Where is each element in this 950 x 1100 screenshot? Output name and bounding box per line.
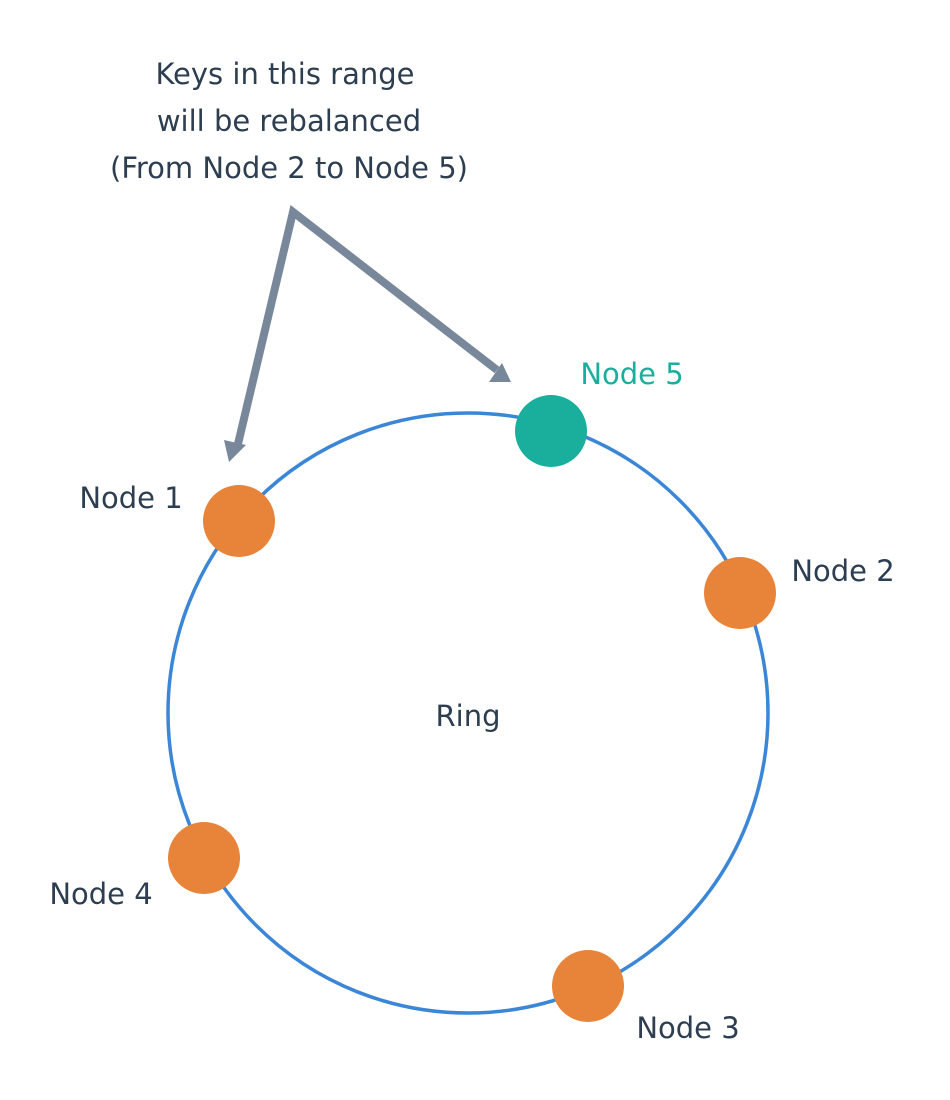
arrowhead-to-node-5 [489, 363, 511, 382]
node-3-label: Node 3 [636, 1011, 739, 1045]
annotation-line-2: will be rebalanced [157, 104, 421, 138]
node-2-marker [704, 557, 776, 629]
arrow-lines [234, 205, 500, 445]
node-3-marker [552, 950, 624, 1022]
node-5-label: Node 5 [580, 357, 683, 391]
node-4-label: Node 4 [49, 877, 152, 911]
node-4-marker [168, 822, 240, 894]
node-1-marker [203, 485, 275, 557]
arrowhead-to-node-1 [224, 440, 246, 462]
annotation-line-3: (From Node 2 to Node 5) [110, 151, 468, 185]
node-1-label: Node 1 [79, 481, 182, 515]
node-5-marker [515, 395, 587, 467]
annotation-line-1: Keys in this range [155, 57, 414, 91]
ring-label: Ring [436, 699, 501, 733]
rebalance-arrows [224, 205, 511, 462]
node-2-label: Node 2 [791, 554, 894, 588]
hash-ring [166, 411, 770, 1015]
